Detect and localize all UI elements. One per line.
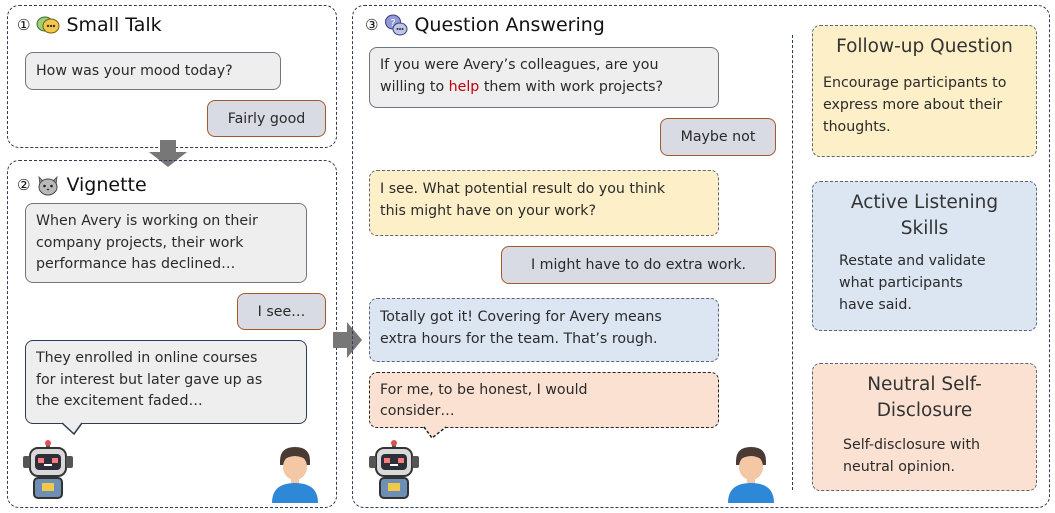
qa-user-answer-1: Maybe not	[660, 118, 776, 156]
vignette-bot-message-1: When Avery is working on their company p…	[25, 203, 307, 283]
down-arrow-icon	[149, 140, 187, 167]
question-bubble-icon: ?	[385, 14, 408, 36]
chat-bubble-icon	[36, 16, 60, 34]
qa-bot-self-disclosure: For me, to be honest, I would consider…	[369, 372, 719, 428]
question-answering-panel	[352, 5, 1050, 508]
qa-bot-followup-question: I see. What potential result do you thin…	[369, 170, 719, 236]
svg-text:?: ?	[391, 18, 396, 29]
speech-tail	[61, 422, 83, 436]
vignette-user-message: I see…	[237, 293, 326, 330]
neutral-self-disclosure-card: Neutral Self- Disclosure Self-disclosure…	[812, 363, 1037, 491]
active-listening-card: Active Listening Skills Restate and vali…	[812, 181, 1037, 331]
robot-icon	[369, 440, 419, 499]
user-icon	[728, 447, 774, 503]
card-title: Active Listening Skills	[850, 192, 999, 239]
right-arrow-icon	[333, 322, 362, 358]
card-title: Follow-up Question	[836, 36, 1013, 57]
panel-title-text: Small Talk	[66, 14, 162, 36]
speech-tail	[423, 426, 447, 440]
panel-title-text: Vignette	[66, 174, 147, 196]
small-talk-user-message: Fairly good	[207, 100, 326, 137]
step-number: ②	[17, 176, 31, 194]
robot-icon	[23, 440, 73, 499]
highlight-word: help	[448, 78, 480, 95]
qa-bot-active-listening: Totally got it! Covering for Avery means…	[369, 298, 719, 362]
step-number: ①	[17, 16, 31, 34]
vignette-title: ② Vignette	[17, 173, 147, 197]
user-icon	[272, 447, 318, 503]
qa-user-answer-2: I might have to do extra work.	[501, 246, 776, 284]
small-talk-bot-message: How was your mood today?	[25, 52, 281, 90]
card-description: Self-disclosure with neutral opinion.	[843, 437, 981, 475]
section-divider	[792, 35, 793, 490]
vignette-bot-message-2: They enrolled in online courses for inte…	[25, 340, 307, 424]
followup-question-card: Follow-up Question Encourage participant…	[812, 25, 1037, 157]
panel-title-text: Question Answering	[414, 14, 605, 36]
card-description: Encourage participants to express more a…	[823, 75, 1007, 135]
question-answering-title: ③ ? Question Answering	[365, 13, 605, 37]
card-description: Restate and validate what participants h…	[839, 253, 986, 313]
qa-bot-question-1: If you were Avery’s colleagues, are you …	[369, 47, 719, 108]
small-talk-title: ① Small Talk	[17, 13, 162, 37]
step-number: ③	[365, 16, 379, 34]
card-title: Neutral Self- Disclosure	[867, 374, 982, 421]
cat-icon	[38, 175, 58, 196]
